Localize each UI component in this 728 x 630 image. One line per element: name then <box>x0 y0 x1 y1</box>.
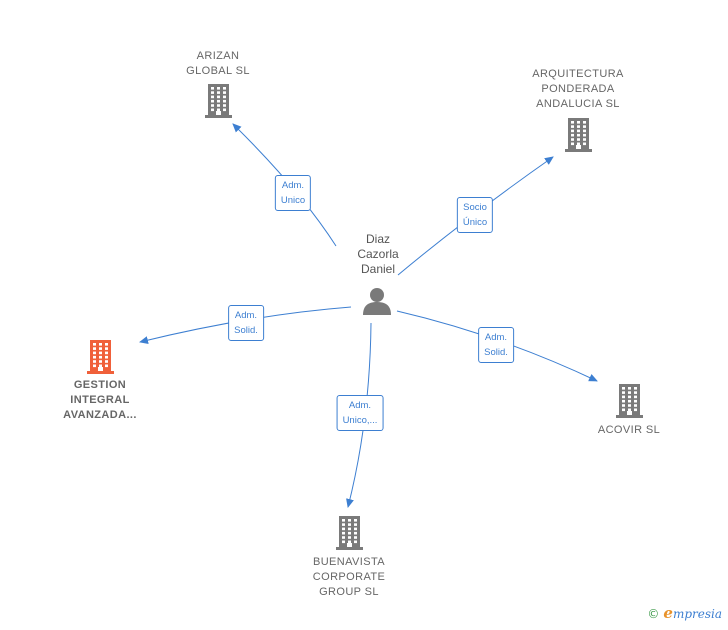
relation-label-arizan[interactable]: Adm. Unico <box>274 175 312 211</box>
building-icon <box>565 118 592 157</box>
relation-label-gestion[interactable]: Adm. Solid. <box>228 305 264 341</box>
person-name-label: Diaz Cazorla Daniel <box>357 232 399 276</box>
building-icon <box>205 84 232 123</box>
relation-label-acovir[interactable]: Adm. Solid. <box>478 327 514 363</box>
person-icon[interactable] <box>362 286 392 321</box>
company-label-acovir: ACOVIR SL <box>597 424 661 436</box>
brand-logo: ©empresia <box>647 604 722 622</box>
company-label-gestion: GESTION INTEGRAL AVANZADA... <box>63 379 137 421</box>
building-icon <box>87 340 114 379</box>
building-icon <box>616 384 643 423</box>
relation-label-buenavista[interactable]: Adm. Unico,... <box>336 395 384 431</box>
company-label-arquitectura: ARQUITECTURA PONDERADA ANDALUCIA SL <box>532 68 624 110</box>
company-label-buenavista: BUENAVISTA CORPORATE GROUP SL <box>312 556 386 598</box>
relation-label-arquitectura[interactable]: Socio Único <box>456 197 494 233</box>
company-label-arizan: ARIZAN GLOBAL SL <box>186 50 250 77</box>
building-icon <box>336 516 363 555</box>
copyright-icon: © <box>647 607 660 621</box>
